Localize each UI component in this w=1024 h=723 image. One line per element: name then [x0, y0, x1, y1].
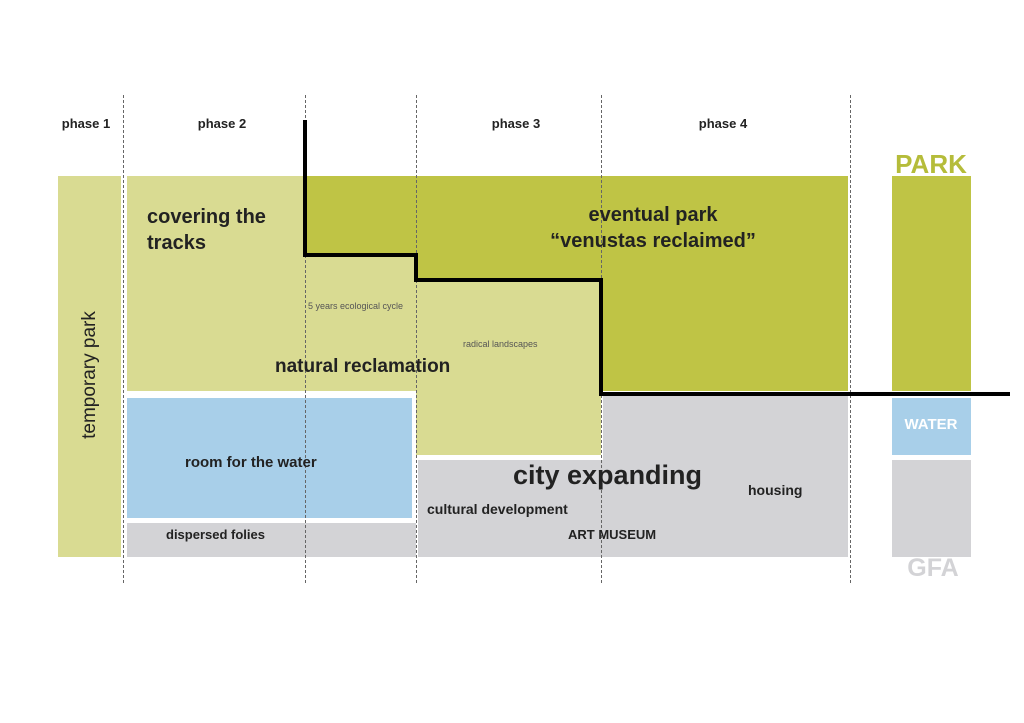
phase-3-label: phase 3 — [491, 116, 541, 131]
room-for-water-block — [127, 398, 412, 518]
housing-label: housing — [748, 482, 803, 498]
legend-gfa-swatch — [892, 460, 971, 557]
tracks-label: tracks — [147, 232, 206, 254]
phase-divider — [123, 95, 124, 583]
temporary-park-block — [58, 176, 121, 557]
venustas-label: “venustas reclaimed” — [550, 230, 756, 252]
room-for-water-label: room for the water — [185, 454, 317, 471]
phase-2-label: phase 2 — [197, 116, 247, 131]
phase-divider — [850, 95, 851, 583]
radical-landscapes-block — [416, 280, 601, 455]
legend-park-swatch — [892, 176, 971, 391]
legend-water-label: WATER — [904, 416, 958, 433]
phase-divider — [305, 95, 306, 583]
phase-divider — [416, 95, 417, 583]
natural-reclamation-label: natural reclamation — [275, 356, 451, 377]
ecological-cycle-block — [305, 255, 416, 391]
temporary-park-label: temporary park — [79, 311, 100, 439]
dispersed-folies-block — [127, 523, 416, 557]
city-expanding-label: city expanding — [513, 460, 703, 490]
eco-cycle-label: 5 years ecological cycle — [308, 301, 404, 311]
radical-landscapes-label: radical landscapes — [463, 339, 538, 349]
phase-4-label: phase 4 — [698, 116, 748, 131]
eventual-park-label: eventual park — [588, 204, 718, 226]
cultural-development-label: cultural development — [427, 501, 568, 517]
art-museum-label: ART MUSEUM — [568, 527, 657, 542]
covering-label: covering the — [147, 206, 266, 228]
legend-water-swatch — [892, 398, 971, 455]
phase-1-label: phase 1 — [61, 116, 111, 131]
legend-park-label: PARK — [895, 149, 967, 179]
dispersed-folies-label: dispersed folies — [166, 527, 265, 542]
housing-block — [603, 396, 848, 557]
legend-gfa-label: GFA — [907, 554, 959, 582]
